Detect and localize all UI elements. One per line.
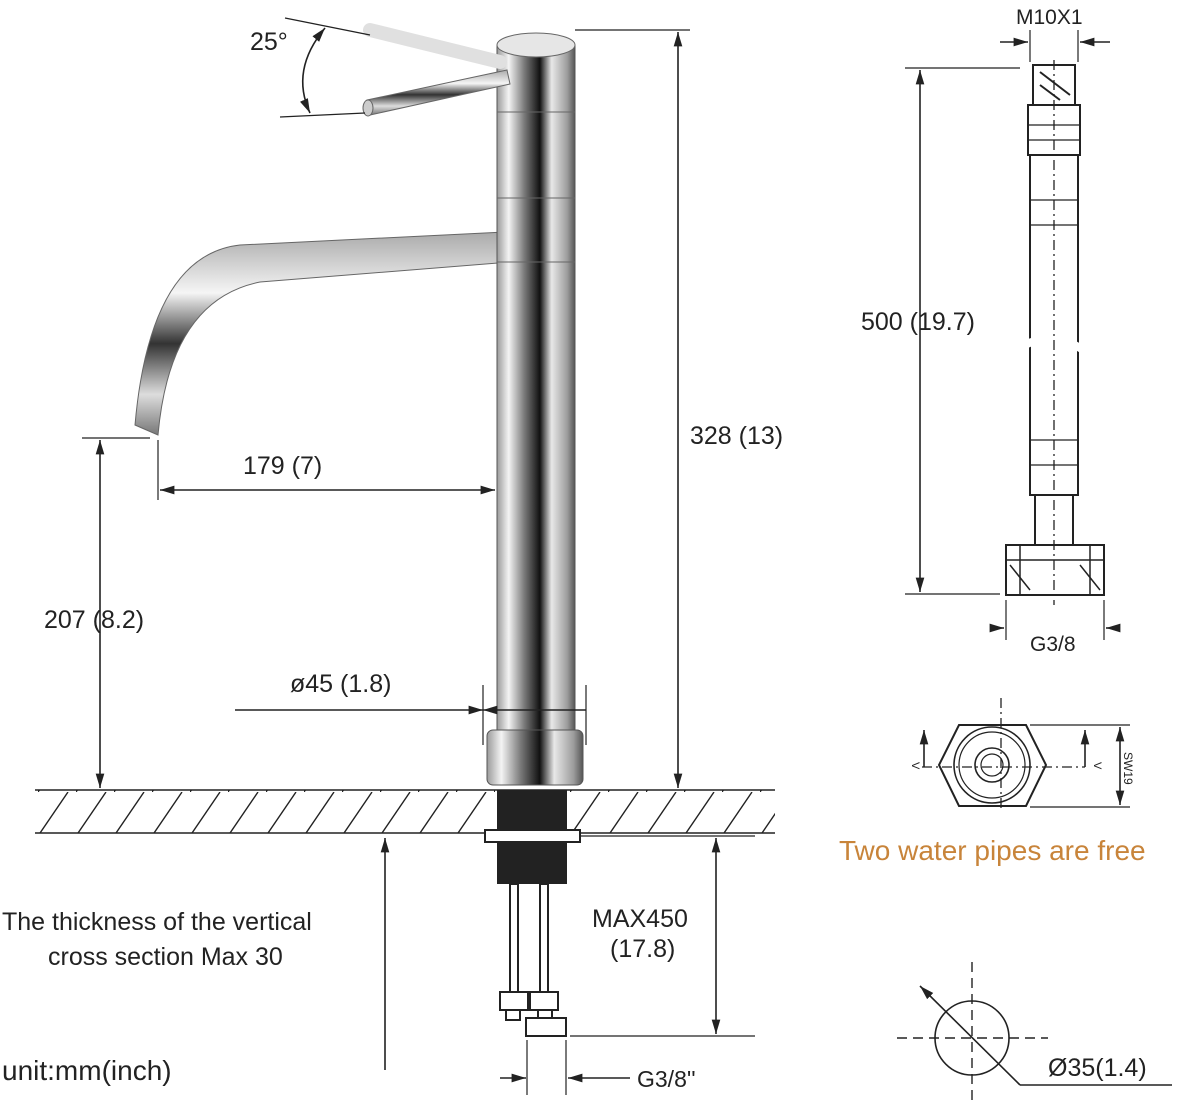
base-diameter-label: ø45 (1.8) <box>290 670 391 698</box>
unit-label: unit:mm(inch) <box>2 1055 172 1086</box>
max-length-dimension: MAX450 (17.8) <box>570 835 755 1037</box>
hose-length-label: 500 (19.7) <box>861 308 975 336</box>
hole-diameter-label: Ø35(1.4) <box>1048 1054 1147 1082</box>
base-diameter-dimension: ø45 (1.8) <box>235 670 587 745</box>
connector-dimension: G3/8'' <box>500 1040 696 1095</box>
faucet-illustration <box>134 23 584 786</box>
spout-height-dimension: 207 (8.2) <box>44 437 150 788</box>
thickness-label-line2: cross section Max 30 <box>48 943 283 971</box>
free-pipes-note: Two water pipes are free <box>839 835 1146 866</box>
reach-dimension: 179 (7) <box>157 440 495 500</box>
hex-nut-view: V V SW19 <box>909 698 1135 808</box>
thickness-label-line1: The thickness of the vertical <box>2 908 312 936</box>
section-mark-left: V <box>909 762 921 770</box>
height-label: 328 (13) <box>690 422 783 450</box>
mounting-hardware <box>484 790 581 1037</box>
height-dimension: 328 (13) <box>575 29 783 788</box>
spout-height-label: 207 (8.2) <box>44 606 144 634</box>
thickness-annotation: The thickness of the vertical cross sect… <box>2 838 390 1070</box>
hole-diameter-view: Ø35(1.4) <box>897 962 1172 1106</box>
connector-label: G3/8'' <box>637 1066 696 1092</box>
section-mark-right: V <box>1091 762 1103 770</box>
max-length-inch-label: (17.8) <box>610 935 675 963</box>
hose-nut-label: G3/8 <box>1030 633 1076 656</box>
wrench-size-label: SW19 <box>1121 752 1135 785</box>
max-length-label: MAX450 <box>592 905 688 933</box>
reach-label: 179 (7) <box>243 452 322 480</box>
hose-drawing: M10X1 500 (19.7) G3/8 <box>861 6 1121 656</box>
countertop-section <box>35 789 775 834</box>
hose-thread-label: M10X1 <box>1016 6 1083 29</box>
angle-dimension: 25° <box>250 17 371 118</box>
angle-label: 25° <box>250 28 288 56</box>
